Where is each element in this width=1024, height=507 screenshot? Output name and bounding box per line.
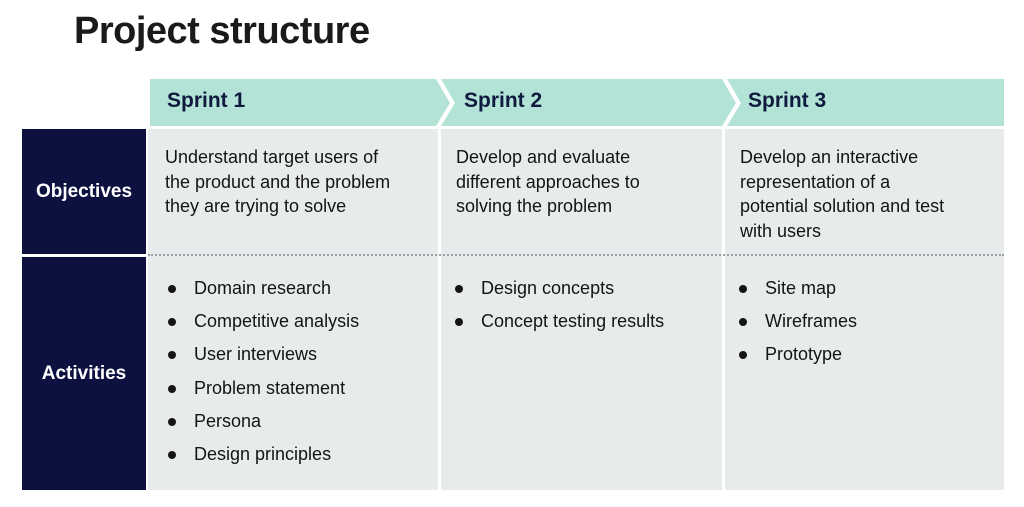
list-item: Prototype — [737, 345, 857, 378]
list-item: Competitive analysis — [166, 312, 359, 345]
sprint-2-activities: Design concepts Concept testing results — [453, 279, 664, 345]
sprint-1-label: Sprint 1 — [167, 89, 246, 112]
sprint-1-objective: Understand target users of the product a… — [165, 147, 391, 216]
list-item: User interviews — [166, 345, 359, 378]
sprint-3-column — [725, 129, 1004, 490]
objectives-row-header: Objectives — [22, 129, 146, 254]
sprint-2-column — [441, 129, 722, 490]
activities-label: Activities — [41, 362, 127, 384]
list-item: Site map — [737, 279, 857, 312]
page-title: Project structure — [74, 10, 370, 52]
list-item: Domain research — [166, 279, 359, 312]
sprint-3-label: Sprint 3 — [748, 89, 827, 112]
sprint-header-chevrons — [150, 79, 1004, 126]
sprint-3-chevron — [727, 79, 1004, 126]
sprint-1-activities: Domain research Competitive analysis Use… — [166, 279, 359, 478]
list-item: Wireframes — [737, 312, 857, 345]
row-divider — [148, 254, 1004, 256]
list-item: Persona — [166, 412, 359, 445]
sprint-3-activities: Site map Wireframes Prototype — [737, 279, 857, 379]
list-item: Design concepts — [453, 279, 664, 312]
sprint-1-chevron — [150, 79, 450, 126]
sprint-2-objective: Develop and evaluate different approache… — [456, 147, 640, 216]
activities-row-header: Activities — [22, 257, 146, 490]
list-item: Design principles — [166, 445, 359, 478]
sprint-2-chevron — [441, 79, 736, 126]
objectives-label: Objectives — [35, 180, 133, 202]
sprint-2-label: Sprint 2 — [464, 89, 543, 112]
sprint-3-objective: Develop an interactive representation of… — [740, 147, 945, 241]
list-item: Problem statement — [166, 379, 359, 412]
list-item: Concept testing results — [453, 312, 664, 345]
sprint-1-column — [148, 129, 438, 490]
